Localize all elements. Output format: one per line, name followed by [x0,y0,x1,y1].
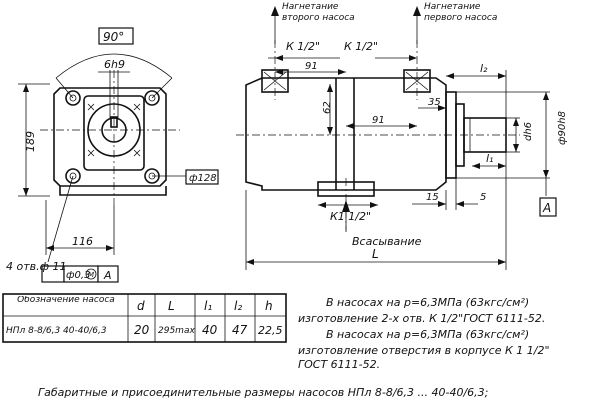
dim-overall-length: L [372,247,379,261]
dim-91-mid: 91 [372,115,385,126]
table-header-d: d [137,299,145,313]
dim-width: 116 [72,235,93,248]
dim-62: 62 [322,101,333,114]
figure-caption: Габаритные и присоединительные размеры н… [38,386,488,399]
callout-discharge-first: Нагнетание первого насоса [424,2,498,23]
note-line: изготовление 2-х отв. К 1/2"ГОСТ 6111-52… [298,312,545,325]
table-cell-h: 22,5 [258,324,283,337]
end-view [18,53,188,263]
dim-bolt-circle: ф128 [189,173,217,184]
parameter-table: Обозначение насоса d L l₁ l₂ h НПл 8-8/6… [2,293,287,343]
tolerance-modifier: M [88,271,94,279]
dim-l1: l₁ [486,152,493,165]
dim-pilot-diameter: ф90h8 [557,111,568,145]
dim-angle: 90° [103,30,124,44]
dim-15: 15 [426,192,439,203]
table-cell-L: 295max [158,326,195,336]
datum-side-label: A [542,201,551,215]
dim-5: 5 [480,192,486,203]
table-cell-l2: 47 [232,323,248,337]
table-header-designation: Обозначение насоса [17,296,115,305]
table-cell-l1: 40 [202,323,218,337]
dim-thread-top-left: К 1/2" [286,40,320,53]
note-line: В насосах на р=6,3МПа (63кгс/см²) [326,328,529,341]
dim-key-width: 6h9 [104,58,125,71]
dim-thread-top-right: К 1/2" [344,40,378,53]
note-line: изготовление отверстия в корпусе К 1 1/2… [298,344,550,357]
dim-thread-bottom: К1 1/2" [330,210,371,223]
hole-callout: 4 отв.ф 11 [6,260,67,273]
table-cell-d: 20 [134,323,150,337]
dim-35: 35 [428,97,441,108]
datum-label: A [103,269,112,282]
callout-discharge-second: Нагнетание второго насоса [282,2,355,23]
table-header-h: h [265,299,273,313]
dim-shaft-diameter: dh6 [523,122,534,141]
position-tolerance: ф0,3 [66,270,90,281]
note-line: В насосах на р=6,3МПа (63кгс/см²) [326,296,529,309]
note-line: ГОСТ 6111-52. [298,358,380,371]
callout-suction: Всасывание [352,235,422,248]
dim-height: 189 [24,131,37,152]
table-header-L: L [168,299,175,313]
table-cell-designation: НПл 8-8/6,3 40-40/6,3 [6,326,107,336]
dim-91-top: 91 [305,61,318,72]
dim-l2: l₂ [480,62,488,75]
notes-block: В насосах на р=6,3МПа (63кгс/см²) изгото… [298,296,550,371]
dimension-labels: 90° 6h9 ф128 189 116 К 1/2" К 1/2" 91 91… [6,27,568,283]
flow-callouts: Нагнетание второго насоса Нагнетание пер… [282,2,498,248]
table-header-l1: l₁ [204,299,212,313]
table-header-l2: l₂ [234,299,242,313]
side-view [236,6,550,270]
